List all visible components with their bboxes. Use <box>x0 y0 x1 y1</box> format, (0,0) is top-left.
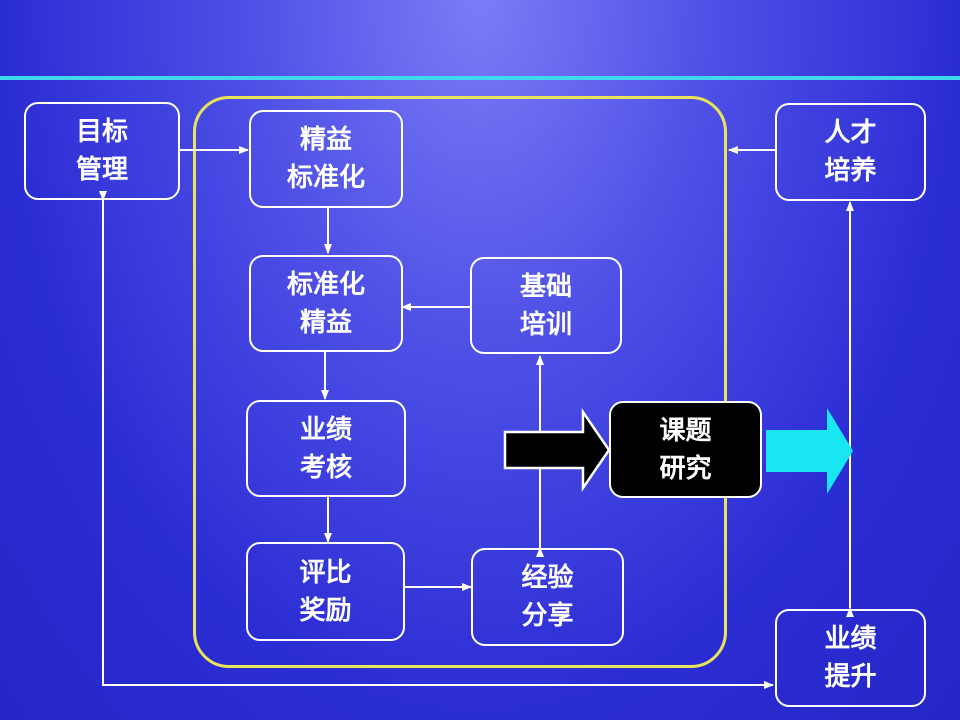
node-label-line2: 精益 <box>299 307 352 338</box>
node-appraisal-reward: 评比 奖励 <box>246 542 405 641</box>
node-research-topic: 课题 研究 <box>609 401 762 498</box>
node-label-line1: 标准化 <box>286 269 365 300</box>
node-lean-standardization: 精益 标准化 <box>249 110 403 208</box>
arrow-bottom-loop <box>99 191 774 689</box>
node-label-line1: 业绩 <box>824 624 877 654</box>
node-standardization-lean: 标准化 精益 <box>249 255 403 352</box>
node-performance-assessment: 业绩 考核 <box>246 400 406 497</box>
top-divider-line <box>0 76 960 80</box>
block-arrow-to-research <box>503 407 611 493</box>
node-label-line1: 基础 <box>519 271 572 302</box>
node-label-line2: 培养 <box>824 156 877 186</box>
node-talent-cultivation: 人才 培养 <box>775 103 926 201</box>
node-label-line2: 提升 <box>824 662 877 692</box>
node-label-line2: 分享 <box>521 601 574 631</box>
node-label-line1: 经验 <box>521 563 574 593</box>
node-label-line1: 课题 <box>659 415 712 446</box>
node-label-line2: 培训 <box>519 309 572 340</box>
node-performance-improvement: 业绩 提升 <box>775 609 926 707</box>
node-experience-sharing: 经验 分享 <box>471 548 624 646</box>
node-goal-management: 目标 管理 <box>24 102 180 200</box>
node-label-line1: 评比 <box>299 557 352 588</box>
node-label-line2: 考核 <box>299 452 352 483</box>
output-arrow <box>766 408 853 494</box>
node-label-line2: 管理 <box>75 155 128 185</box>
node-label-line2: 研究 <box>659 453 712 484</box>
node-label-line1: 目标 <box>75 117 128 147</box>
node-label-line1: 人才 <box>824 118 877 148</box>
node-label-line1: 业绩 <box>299 414 352 445</box>
node-label-line1: 精益 <box>299 125 352 155</box>
node-label-line2: 奖励 <box>299 595 352 626</box>
node-basic-training: 基础 培训 <box>470 257 622 354</box>
node-label-line2: 标准化 <box>286 163 365 193</box>
